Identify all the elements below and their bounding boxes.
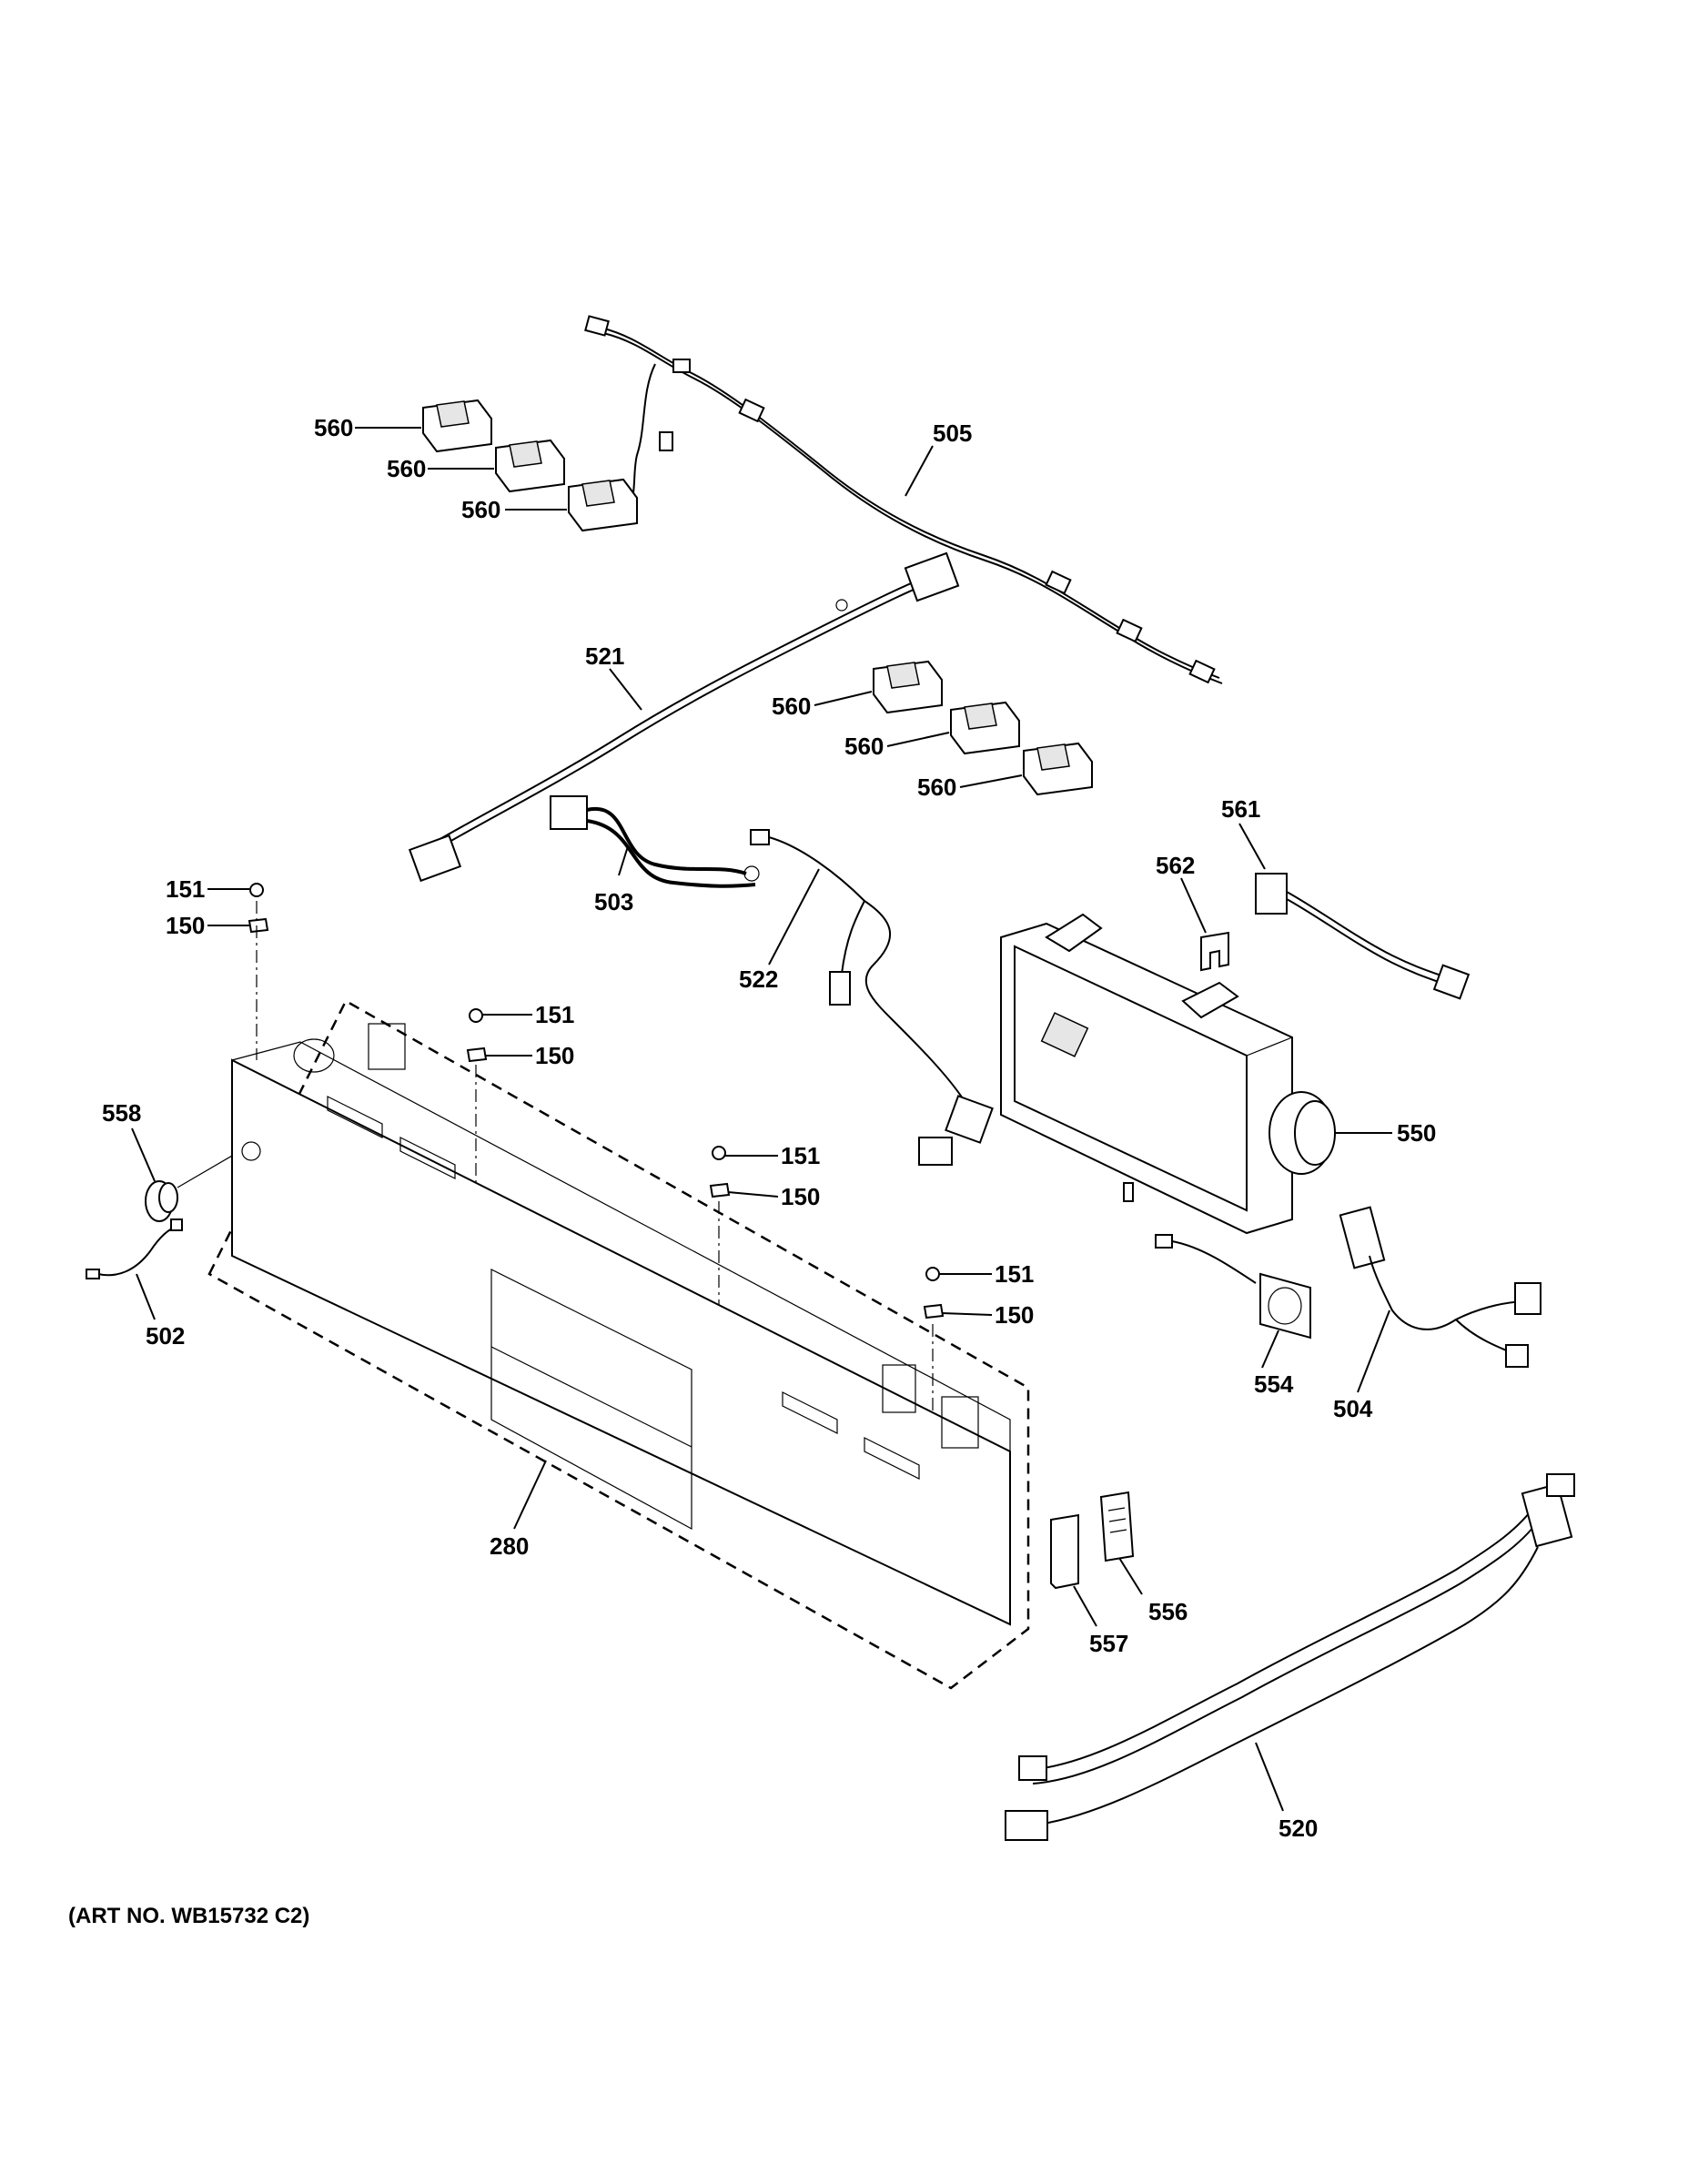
callout-562: 562 — [1156, 852, 1195, 879]
wire-harness-520 — [1005, 1473, 1575, 1841]
callout-151: 151 — [166, 875, 205, 903]
relay-560-upper-2 — [495, 439, 565, 493]
art-number-note: (ART NO. WB15732 C2) — [68, 1904, 309, 1928]
speaker-554 — [1155, 1234, 1311, 1340]
callout-522: 522 — [739, 966, 778, 993]
button-558 — [145, 1155, 233, 1222]
callout-150: 150 — [995, 1301, 1034, 1329]
callout-150: 150 — [535, 1042, 574, 1069]
wire-502 — [86, 1218, 183, 1279]
control-board-550 — [1000, 913, 1336, 1235]
callout-280: 280 — [490, 1532, 529, 1560]
callout-505: 505 — [933, 420, 972, 447]
callout-550: 550 — [1397, 1119, 1436, 1147]
callout-labels: 560 560 560 505 521 560 560 560 561 562 … — [68, 414, 1436, 1928]
callout-557: 557 — [1089, 1630, 1128, 1657]
screw-clip-stack-left — [248, 883, 269, 1060]
callout-560: 560 — [387, 455, 426, 482]
screw-clip-stack-center-left — [466, 1008, 488, 1201]
wire-harness-522 — [750, 829, 994, 1166]
jumper-wire-503 — [550, 795, 760, 888]
wire-harness-521 — [408, 551, 960, 883]
part-557 — [1050, 1513, 1079, 1590]
callout-503: 503 — [594, 888, 633, 915]
callout-560: 560 — [772, 693, 811, 720]
relay-560-upper-1 — [422, 399, 492, 453]
callout-151: 151 — [535, 1001, 574, 1028]
callout-561: 561 — [1221, 795, 1260, 823]
callout-560: 560 — [844, 733, 884, 760]
relay-560-lower-1 — [873, 660, 943, 714]
label-556 — [1099, 1491, 1135, 1562]
callout-556: 556 — [1148, 1598, 1188, 1625]
callout-558: 558 — [102, 1099, 141, 1127]
relay-560-lower-2 — [950, 701, 1020, 755]
callout-554: 554 — [1254, 1370, 1294, 1398]
callout-560: 560 — [917, 774, 956, 801]
callout-560: 560 — [314, 414, 353, 441]
sensor-harness-561 — [1255, 873, 1471, 1000]
relay-560-lower-3 — [1023, 742, 1093, 796]
bracket-562 — [1200, 931, 1229, 972]
callout-560: 560 — [461, 496, 500, 523]
leader-lines — [131, 427, 1392, 1812]
callout-151: 151 — [995, 1260, 1034, 1288]
control-panel-housing-280 — [207, 999, 1030, 1690]
relay-560-upper-3 — [568, 478, 638, 532]
callout-521: 521 — [585, 642, 624, 670]
wire-harness-504 — [1339, 1206, 1541, 1368]
wire-harness-505 — [584, 315, 1223, 684]
callout-150: 150 — [781, 1183, 820, 1210]
callout-504: 504 — [1333, 1395, 1373, 1422]
callout-520: 520 — [1279, 1815, 1318, 1842]
callout-150: 150 — [166, 912, 205, 939]
callout-151: 151 — [781, 1142, 820, 1169]
callout-502: 502 — [146, 1322, 185, 1350]
